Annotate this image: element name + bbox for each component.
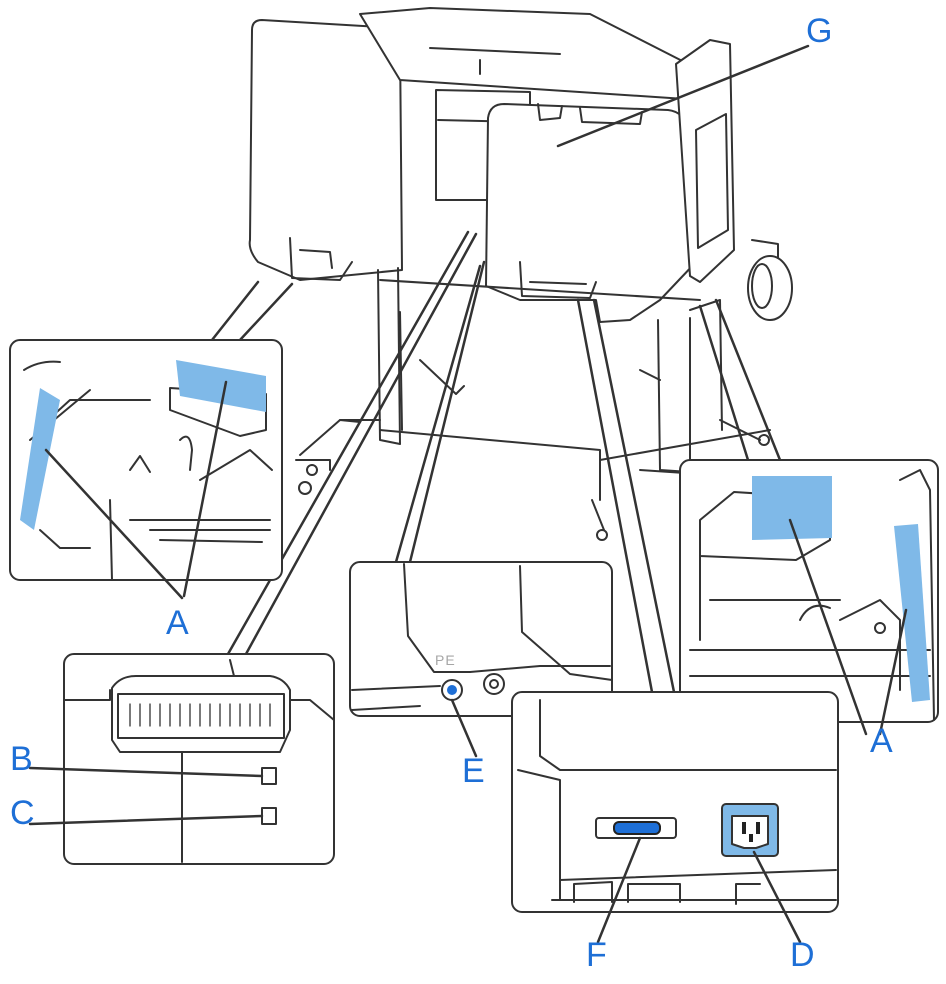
inset-pe-terminal — [349, 561, 613, 758]
inset-usb-ports — [28, 653, 335, 865]
callout-a-left: A — [166, 604, 189, 642]
callout-b: B — [10, 740, 33, 778]
pe-terminal-label: PE — [435, 652, 456, 668]
inset-right-foot — [679, 459, 939, 736]
callout-c: C — [10, 794, 35, 832]
leader-lines — [210, 230, 782, 694]
callout-d: D — [790, 936, 815, 974]
callout-e: E — [462, 752, 485, 790]
printer-body — [248, 7, 793, 323]
callout-a-right: A — [870, 722, 893, 760]
g-leader — [556, 44, 810, 148]
callout-f: F — [586, 936, 607, 974]
inset-left-foot — [9, 339, 283, 600]
inset-interface-power — [511, 691, 839, 944]
callout-g: G — [806, 12, 833, 50]
